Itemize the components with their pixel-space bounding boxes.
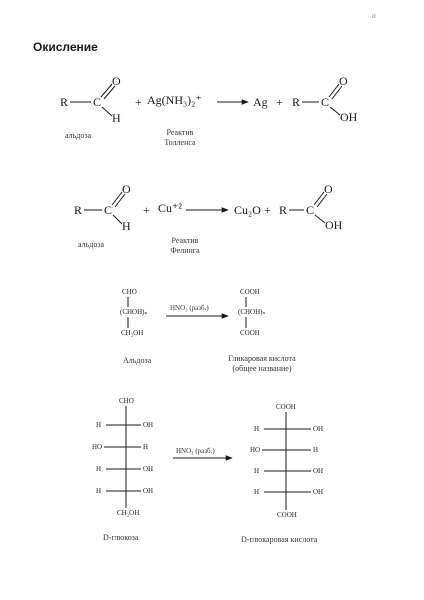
r4-right-row2-r: H bbox=[313, 446, 319, 454]
r2-c: C bbox=[104, 203, 113, 217]
r4-left-row1-r: OH bbox=[143, 421, 154, 429]
r2-aldose-label: альдоза bbox=[78, 240, 105, 249]
r4-right-row1-r: OH bbox=[313, 425, 324, 433]
r3-left-bot: CH₂OH bbox=[121, 329, 144, 337]
r1-plus-a: + bbox=[135, 95, 142, 109]
r4-left-row1-l: H bbox=[96, 421, 102, 429]
r1-product-ag: Ag bbox=[253, 95, 268, 109]
r2-c2: C bbox=[306, 203, 315, 217]
r1-reagent: Ag(NH₃)₂⁺ bbox=[147, 93, 202, 107]
r1-oh: OH bbox=[340, 110, 358, 124]
r4-right-top: COOH bbox=[276, 403, 296, 411]
r3-right-mid: (CHOH)ₙ bbox=[238, 308, 266, 316]
r1-bond-co2-a bbox=[328, 83, 340, 98]
r4-left-row4-r: OH bbox=[143, 487, 154, 495]
r3-right-top: COOH bbox=[240, 288, 260, 296]
r1-aldose-label: альдоза bbox=[65, 131, 92, 140]
r4-left-row4-l: H bbox=[96, 487, 102, 495]
r1-bond-co2-b bbox=[331, 85, 343, 100]
r1-r2: R bbox=[292, 95, 301, 109]
section-title: Окисление bbox=[33, 40, 98, 54]
r1-c: C bbox=[93, 95, 102, 109]
r1-plus-b: + bbox=[276, 95, 283, 109]
r1-r: R bbox=[60, 95, 69, 109]
r2-reagent: Cu⁺² bbox=[158, 201, 182, 215]
r2-r2: R bbox=[279, 203, 288, 217]
r4-arrow-label: HNO₃ (разб.) bbox=[176, 447, 215, 455]
r2-r: R bbox=[74, 203, 83, 217]
r4-glucose-label: D-глюкоза bbox=[103, 533, 139, 542]
r4-right-bot: COOH bbox=[277, 511, 297, 519]
r2-oh: OH bbox=[325, 218, 343, 232]
r1-o2: O bbox=[339, 74, 348, 88]
r1-bond-ch bbox=[101, 106, 113, 117]
r3-left-mid: (CHOH)ₙ bbox=[120, 308, 148, 316]
r2-bond-co2-b bbox=[316, 193, 328, 208]
r3-left-top: CHO bbox=[122, 288, 137, 296]
r1-c2: C bbox=[321, 95, 330, 109]
r4-right-row3-l: H bbox=[254, 467, 260, 475]
r4-right-row4-l: H bbox=[254, 488, 260, 496]
r4-left-row2-l: HO bbox=[92, 443, 103, 451]
r2-product-cu2o: Cu₂O bbox=[234, 203, 261, 217]
r2-bond-ch bbox=[112, 214, 123, 225]
r4-right-row3-r: OH bbox=[313, 467, 324, 475]
r4-right-row2-l: HO bbox=[250, 446, 261, 454]
r3-product-caption: Гликаровая кислота (общее название) bbox=[228, 354, 296, 373]
r1-h: H bbox=[112, 111, 121, 125]
page-number: п bbox=[372, 12, 376, 20]
r1-bond-co-a bbox=[100, 83, 113, 98]
r4-right-row4-r: OH bbox=[313, 488, 324, 496]
r2-bond-coh bbox=[314, 214, 326, 224]
r1-o: O bbox=[112, 74, 121, 88]
r4-left-row3-r: OH bbox=[143, 465, 154, 473]
r4-left-bot: CH₂OH bbox=[117, 509, 140, 517]
r2-bond-co-a bbox=[111, 191, 123, 206]
r1-reagent-caption: Реактив Толленса bbox=[164, 128, 196, 147]
r4-left-row3-l: H bbox=[96, 465, 102, 473]
r2-bond-co-b bbox=[114, 193, 126, 208]
r2-o2: O bbox=[324, 182, 333, 196]
r3-arrow-label: HNO₃ (разб.) bbox=[170, 304, 209, 312]
r1-bond-co-b bbox=[103, 85, 116, 100]
r2-h: H bbox=[122, 219, 131, 233]
r3-aldose-label: Альдоза bbox=[123, 356, 152, 365]
r1-bond-coh bbox=[329, 106, 341, 116]
r2-o: O bbox=[122, 182, 131, 196]
r4-left-top: CHO bbox=[119, 397, 134, 405]
r4-right-row1-l: H bbox=[254, 425, 260, 433]
r2-plus-a: + bbox=[143, 203, 150, 217]
r4-glucaric-label: D-глюкаровая кислота bbox=[241, 535, 318, 544]
r2-bond-co2-a bbox=[313, 191, 325, 206]
r4-left-row2-r: H bbox=[143, 443, 149, 451]
r2-plus-b: + bbox=[264, 203, 271, 217]
r2-reagent-caption: Реактив Фелинга bbox=[170, 236, 200, 255]
r3-right-bot: COOH bbox=[240, 329, 260, 337]
